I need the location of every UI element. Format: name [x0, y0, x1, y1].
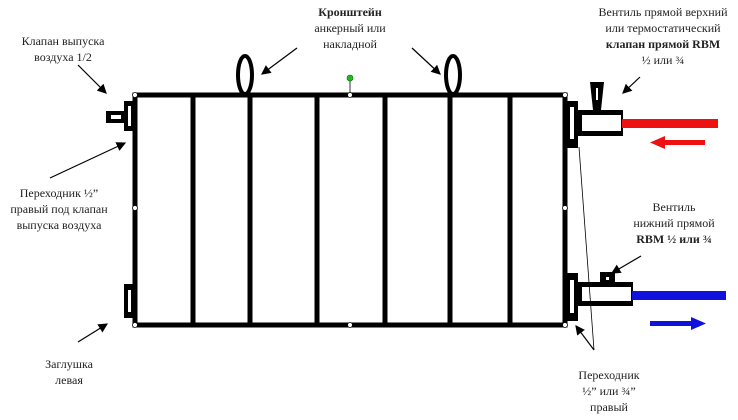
supply-arrow	[650, 136, 705, 149]
top-valve	[566, 82, 623, 148]
bracket-loop-right	[444, 54, 462, 96]
node-dots	[132, 92, 568, 328]
label-right-adapter: Переходник ½” или ¾” правый	[578, 367, 639, 415]
label-line: нижний прямой	[633, 216, 715, 230]
label-bracket: Кронштейн анкерный или накладной	[314, 4, 385, 52]
supply-pipe	[622, 119, 718, 128]
label-line: правый	[590, 400, 628, 414]
label-top-valve: Вентиль прямой верхний или термостатичес…	[598, 4, 727, 68]
label-line: Заглушка	[45, 357, 93, 371]
label-line: правый под клапан	[10, 202, 108, 216]
label-line: ½ или ¾	[641, 53, 685, 67]
label-bottom-valve: Вентиль нижний прямой RBM ½ или ¾	[633, 199, 714, 247]
bracket-loop-left	[236, 54, 254, 96]
label-left-adapter: Переходник ½” правый под клапан выпуска …	[10, 185, 107, 233]
label-line: RBM ½ или ¾	[636, 232, 712, 246]
label-line: Переходник	[578, 368, 640, 382]
label-left-plug: Заглушка левая	[45, 356, 93, 388]
left-plug	[124, 284, 135, 318]
air-valve	[106, 101, 135, 131]
radiator-sections	[190, 95, 513, 325]
label-line: Клапан выпуска	[21, 34, 105, 48]
label-line: ½” или ¾”	[582, 384, 636, 398]
label-line: анкерный или	[314, 21, 386, 35]
label-line: воздуха 1/2	[34, 50, 92, 64]
rotation-handle-dot	[346, 74, 354, 82]
label-line: Переходник ½”	[19, 186, 99, 200]
label-line: клапан прямой RBM	[605, 37, 721, 51]
label-line: или термостатический	[605, 21, 721, 35]
pointer-arrows	[49, 47, 642, 351]
label-title: Кронштейн	[318, 5, 382, 19]
radiator-frame	[132, 92, 568, 328]
label-line: выпуска воздуха	[16, 218, 102, 232]
return-pipe	[632, 291, 726, 300]
label-air-valve: Клапан выпуска воздуха 1/2	[22, 33, 105, 65]
label-line: Вентиль прямой верхний	[598, 5, 728, 19]
label-line: накладной	[323, 37, 377, 51]
label-line: Вентиль	[652, 200, 696, 214]
bottom-valve	[566, 272, 633, 321]
return-arrow	[650, 317, 706, 330]
label-line: левая	[55, 373, 83, 387]
